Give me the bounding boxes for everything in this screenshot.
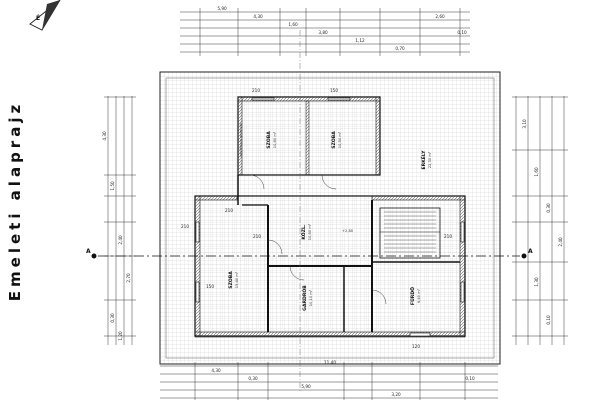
room-name-5: SZOBA <box>228 271 234 289</box>
dim-top-5: 1,12 <box>355 38 365 43</box>
dim-left-3: 2,40 <box>118 235 123 245</box>
north-arrow-icon <box>29 0 61 31</box>
dim-bottom-5: 3,20 <box>391 392 401 397</box>
room-name-1: SZOBA <box>266 131 272 149</box>
dim-top-1: 5,90 <box>217 6 227 11</box>
dim-right-4: 2,40 <box>558 237 563 247</box>
dim-top-7: 2,60 <box>435 14 445 19</box>
dim-left-5: 0,30 <box>110 313 115 323</box>
room-area-4: 10,60 m² <box>308 223 312 240</box>
dim-top-3: 1,60 <box>288 22 298 27</box>
dim-left-2: 1,50 <box>110 181 115 191</box>
room-name-4: KÖZL. <box>300 224 307 240</box>
dim-top-4: 3,80 <box>318 30 328 35</box>
dim-right-1: 3,10 <box>522 119 527 129</box>
dim-bottom-6: 0,10 <box>465 376 475 381</box>
dim-interior-7: 210 <box>444 234 452 239</box>
section-mark-left: A <box>86 248 91 255</box>
dim-bottom-1: 11,40 <box>324 360 336 365</box>
dim-interior-3: 210 <box>225 208 233 213</box>
building-walls <box>194 96 466 338</box>
roof-eaves-line <box>165 77 495 359</box>
dim-interior-2: 150 <box>330 88 338 93</box>
dim-left-6: 1,20 <box>118 331 123 341</box>
room-name-7: FÜRDŐ <box>409 287 416 305</box>
dim-left-4: 2,70 <box>126 273 131 283</box>
dim-top-6: 0,70 <box>395 46 405 51</box>
dim-interior-6: 210 <box>181 224 189 229</box>
room-name-6: GARDRÓB <box>301 285 308 311</box>
dim-interior-8: 120 <box>412 344 420 349</box>
compass-label: É <box>36 14 40 22</box>
dim-top-8: 0,10 <box>457 30 467 35</box>
dim-right-3: 0,30 <box>546 203 551 213</box>
room-name-3: ERKÉLY <box>419 150 427 170</box>
room-area-3: 22,30 m² <box>428 151 432 168</box>
dim-top-2: 4,30 <box>253 14 263 19</box>
dimension-chains <box>104 8 568 400</box>
room-area-7: 6,40 m² <box>417 288 421 303</box>
dim-right-6: 0,10 <box>546 315 551 325</box>
dim-right-5: 1,30 <box>534 277 539 287</box>
room-area-6: 10,10 m² <box>309 289 313 306</box>
dim-bottom-2: 4,30 <box>211 368 221 373</box>
dim-left-1: 4,30 <box>102 131 107 141</box>
dim-interior-4: 210 <box>253 234 261 239</box>
room-name-2: SZOBA <box>331 131 337 149</box>
dim-bottom-4: 5,90 <box>301 384 311 389</box>
dim-right-2: 1,60 <box>534 167 539 177</box>
stair-note: vakfelszín gerendo <box>239 123 243 157</box>
section-mark-right: A <box>528 248 533 255</box>
dim-interior-5: 150 <box>206 284 214 289</box>
section-line <box>91 253 527 259</box>
level-mark: +2,80 <box>342 229 354 233</box>
room-area-1: 10,80 m² <box>273 131 277 148</box>
dim-interior-1: 210 <box>252 88 260 93</box>
room-area-2: 10,50 m² <box>338 131 342 148</box>
dim-bottom-3: 0,30 <box>248 376 258 381</box>
room-area-5: 15,40 m² <box>235 271 239 288</box>
